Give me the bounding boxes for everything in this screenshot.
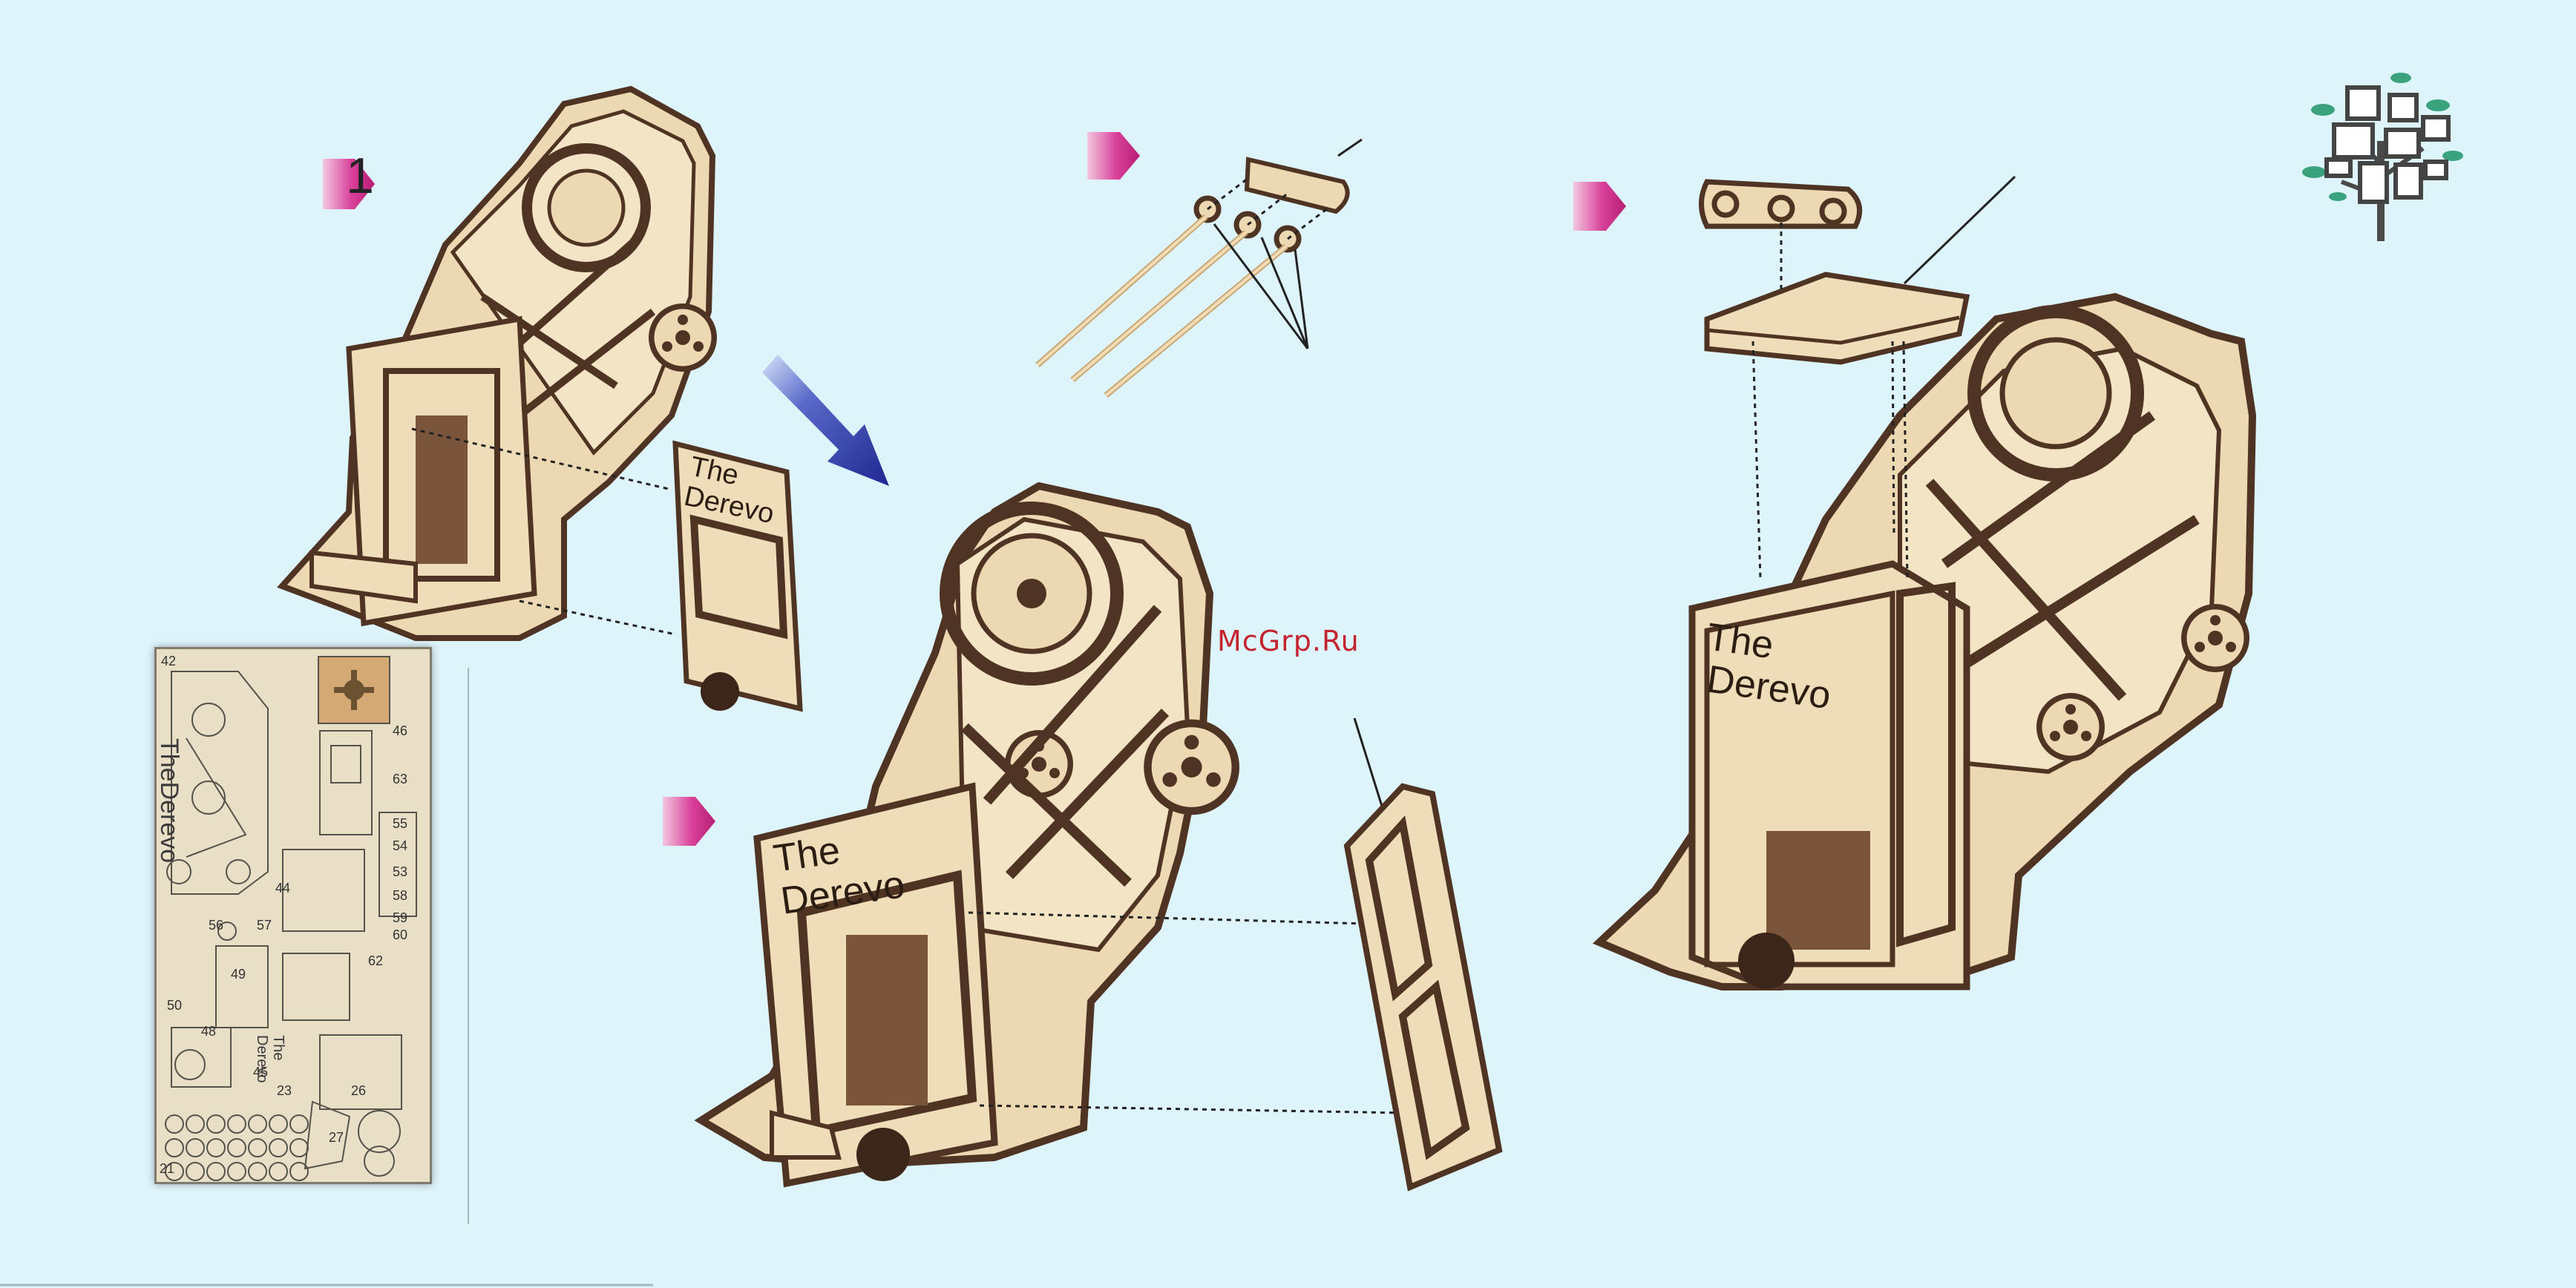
part-number: 48	[201, 1024, 216, 1039]
part-number: 21	[160, 1161, 174, 1177]
axle-pin-parts	[1038, 139, 1362, 395]
part-number: 62	[368, 953, 383, 969]
part-number: 44	[275, 881, 290, 896]
part-number: 46	[393, 723, 407, 739]
part-number: 54	[393, 838, 407, 854]
blue-arrow-icon	[762, 355, 889, 486]
part-number: 63	[393, 772, 407, 787]
part-number: 49	[231, 967, 246, 982]
step-number: 1	[334, 150, 386, 202]
part-number: 57	[257, 918, 272, 933]
part-number: 60	[393, 927, 407, 943]
pink-chevron-icon	[1087, 132, 1140, 180]
front-frame-part	[1347, 786, 1499, 1187]
part-number: 59	[393, 910, 407, 926]
part-number: 23	[277, 1083, 292, 1099]
part-number: 58	[393, 888, 407, 904]
parts-sheet: TheDerevo The Derevo 42 46 63 55 54 53 5…	[154, 647, 432, 1184]
part-number: 55	[393, 816, 407, 832]
part-number: 26	[351, 1083, 366, 1099]
front-panel-part: The Derevo	[675, 444, 800, 711]
part-number: 56	[209, 918, 223, 933]
part-number: 42	[161, 654, 176, 669]
model-assembled: The Derevo	[1599, 297, 2252, 989]
part-number: 50	[167, 998, 182, 1013]
pink-chevron-icon	[1573, 182, 1626, 231]
sheet-brand-text-small: The	[269, 1035, 286, 1060]
part-number: 53	[393, 864, 407, 880]
part-number: 27	[329, 1130, 344, 1146]
part-number: 45	[253, 1065, 268, 1080]
sheet-brand-text: TheDerevo	[154, 738, 183, 863]
parts-sheet-drawing	[157, 649, 430, 1182]
watermark: McGrp.Ru	[1217, 625, 1360, 657]
pink-chevron-icon	[663, 797, 715, 846]
tree-frames-logo-icon	[2302, 73, 2463, 241]
